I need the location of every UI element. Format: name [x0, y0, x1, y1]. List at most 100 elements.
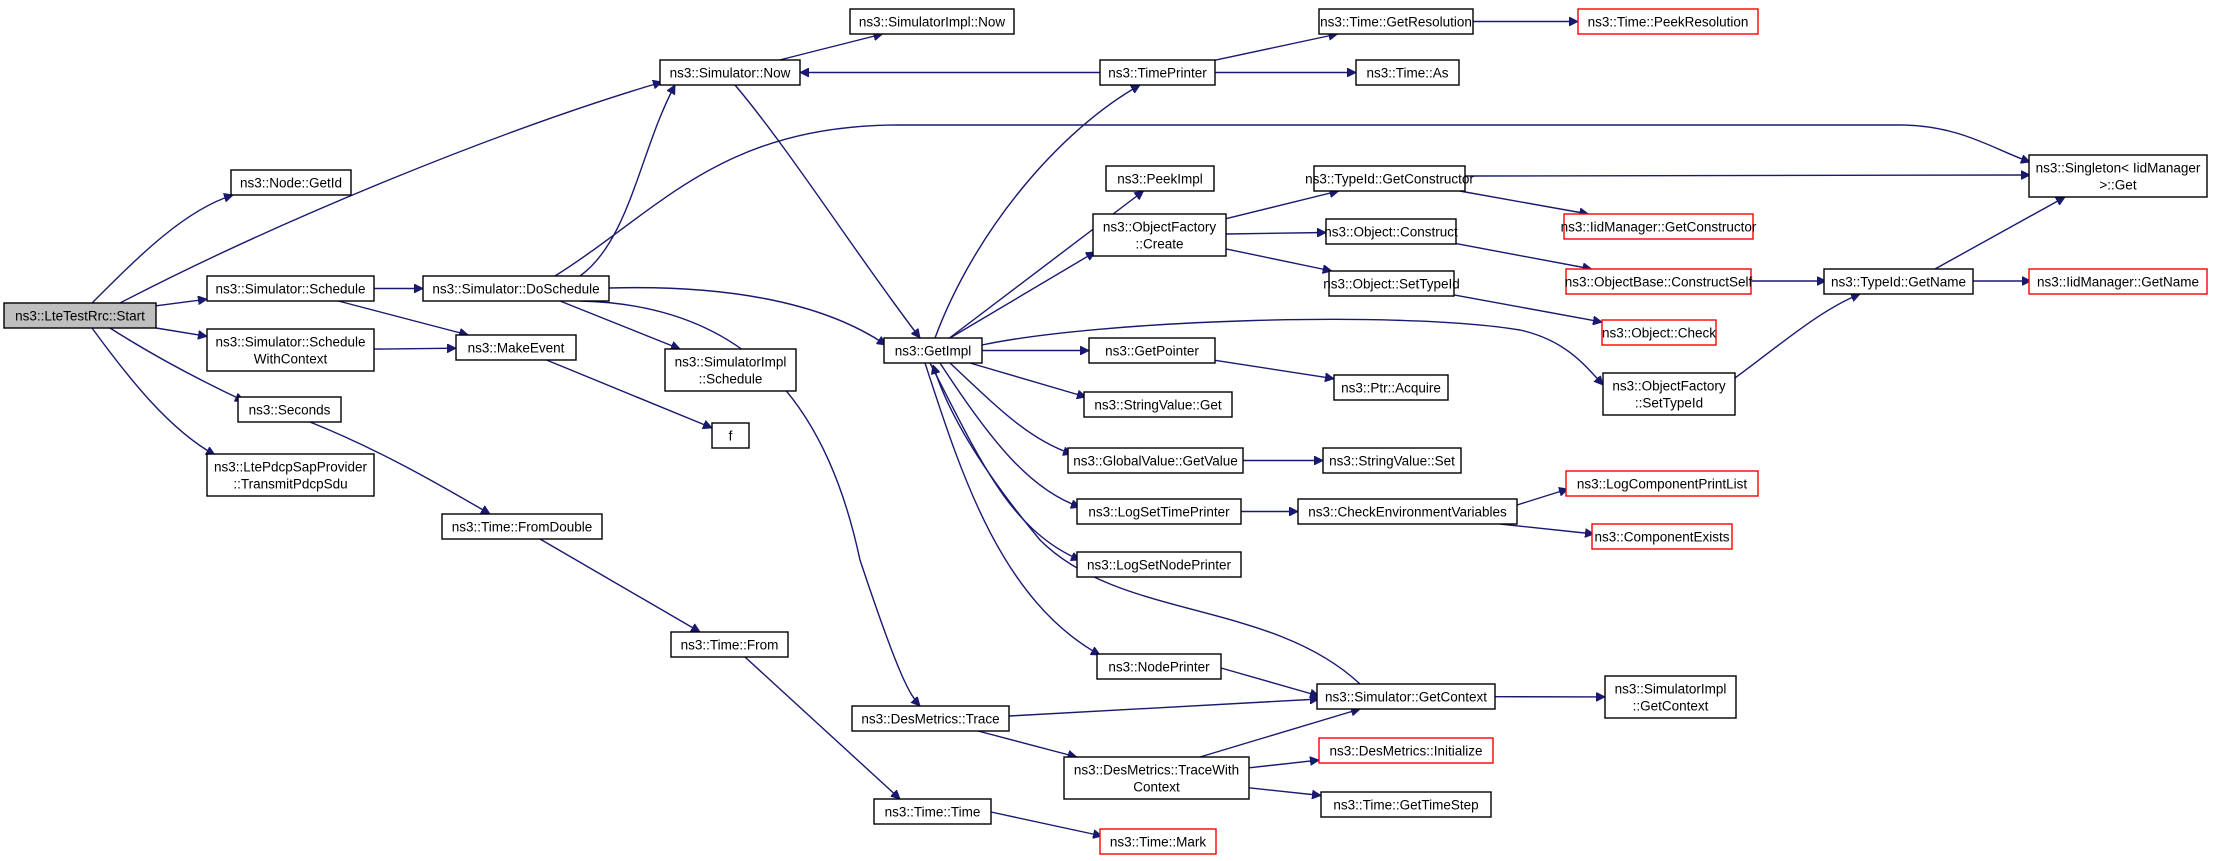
node-getimpl[interactable]: ns3::GetImpl — [883, 337, 983, 364]
node-simschedule[interactable]: ns3::Simulator::Schedule — [206, 275, 375, 302]
node-label-ltepdcp-line2: ::TransmitPdcpSdu — [233, 477, 347, 492]
node-timetime[interactable]: ns3::Time::Time — [873, 798, 992, 825]
node-box-getres — [1318, 8, 1474, 35]
node-simdoschedule[interactable]: ns3::Simulator::DoSchedule — [422, 275, 610, 302]
node-simimplgetctx[interactable]: ns3::SimulatorImpl::GetContext — [1604, 675, 1737, 719]
node-compexists[interactable]: ns3::ComponentExists — [1591, 523, 1733, 550]
node-label-objfactsettid-line2: ::SetTypeId — [1635, 396, 1703, 411]
node-nodegetid[interactable]: ns3::Node::GetId — [230, 169, 352, 196]
node-makeevent[interactable]: ns3::MakeEvent — [455, 334, 577, 361]
edge-getimpl-to-nodeprinter — [924, 362, 1100, 656]
node-label-tracewctx-line1: ns3::DesMetrics::TraceWith — [1074, 763, 1239, 778]
node-box-makeevent — [455, 334, 577, 361]
node-label-root: ns3::LteTestRrc::Start — [15, 309, 145, 324]
node-box-checkenv — [1297, 498, 1518, 525]
node-objfactsettid[interactable]: ns3::ObjectFactory::SetTypeId — [1602, 372, 1736, 416]
edge-nodeprinter-to-simgetctx — [1220, 667, 1319, 696]
node-strvalget[interactable]: ns3::StringValue::Get — [1083, 391, 1233, 418]
node-label-simimplsched-line2: ::Schedule — [699, 372, 763, 387]
edge-getimpl-to-strvalget — [969, 362, 1086, 397]
node-peekimpl[interactable]: ns3::PeekImpl — [1105, 165, 1215, 192]
node-seconds[interactable]: ns3::Seconds — [237, 396, 342, 423]
node-typeidgetname[interactable]: ns3::TypeId::GetName — [1823, 268, 1974, 295]
node-label-getres: ns3::Time::GetResolution — [1320, 15, 1472, 30]
edge-getpointer-to-ptracquire — [1214, 359, 1334, 378]
node-box-objfactcreate — [1092, 213, 1227, 257]
node-box-timeprinter — [1099, 59, 1216, 86]
node-iidgetname[interactable]: ns3::IidManager::GetName — [2028, 268, 2208, 295]
node-getpointer[interactable]: ns3::GetPointer — [1088, 337, 1216, 364]
node-objconstruct[interactable]: ns3::Object::Construct — [1324, 218, 1458, 245]
edge-getimpl-to-logsetnp — [929, 362, 1080, 560]
node-destrace[interactable]: ns3::DesMetrics::Trace — [851, 705, 1010, 732]
edge-simschedule-to-makeevent — [338, 300, 468, 335]
node-label-strvalset: ns3::StringValue::Set — [1329, 454, 1455, 469]
edge-timetime-to-timemark — [990, 811, 1102, 836]
node-objfactcreate[interactable]: ns3::ObjectFactory::Create — [1092, 213, 1227, 257]
node-typeidgetctor[interactable]: ns3::TypeId::GetConstructor — [1305, 165, 1474, 192]
node-simimplsched[interactable]: ns3::SimulatorImpl::Schedule — [664, 348, 797, 392]
node-ptracquire[interactable]: ns3::Ptr::Acquire — [1333, 374, 1449, 401]
node-singleton[interactable]: ns3::Singleton< IidManager>::Get — [2028, 154, 2208, 198]
node-label-singleton-line1: ns3::Singleton< IidManager — [2036, 161, 2201, 176]
node-nodeprinter[interactable]: ns3::NodePrinter — [1096, 653, 1222, 680]
node-label-peekres: ns3::Time::PeekResolution — [1588, 15, 1749, 30]
node-root[interactable]: ns3::LteTestRrc::Start — [3, 302, 157, 329]
node-logsetnp[interactable]: ns3::LogSetNodePrinter — [1076, 551, 1242, 578]
node-label-singleton-line2: >::Get — [2099, 178, 2136, 193]
node-box-simimplsched — [664, 348, 797, 392]
node-label-compexists: ns3::ComponentExists — [1594, 530, 1729, 545]
node-box-typeidgetctor — [1313, 165, 1466, 192]
node-desinit[interactable]: ns3::DesMetrics::Initialize — [1318, 737, 1494, 764]
node-label-nodegetid: ns3::Node::GetId — [240, 176, 342, 191]
node-box-peekimpl — [1105, 165, 1215, 192]
node-f[interactable]: f — [711, 422, 750, 449]
node-box-nodegetid — [230, 169, 352, 196]
node-timeas[interactable]: ns3::Time::As — [1355, 59, 1460, 86]
node-simnow[interactable]: ns3::Simulator::Now — [659, 59, 801, 86]
node-box-typeidgetname — [1823, 268, 1974, 295]
node-timemark[interactable]: ns3::Time::Mark — [1099, 828, 1217, 855]
node-globalget[interactable]: ns3::GlobalValue::GetValue — [1067, 447, 1244, 474]
node-label-simimplsched-line1: ns3::SimulatorImpl — [675, 355, 787, 370]
edge-timefrom-to-timetime — [744, 656, 900, 799]
node-box-simdoschedule — [422, 275, 610, 302]
node-logsettp[interactable]: ns3::LogSetTimePrinter — [1076, 498, 1242, 525]
node-fromdouble[interactable]: ns3::Time::FromDouble — [441, 513, 603, 540]
edge-schedwctx-to-makeevent — [373, 348, 456, 349]
node-label-destrace: ns3::DesMetrics::Trace — [861, 712, 999, 727]
node-timeprinter[interactable]: ns3::TimePrinter — [1099, 59, 1216, 86]
node-ltepdcp[interactable]: ns3::LtePdcpSapProvider::TransmitPdcpSdu — [206, 453, 375, 497]
edge-simnow-to-simimplnow — [779, 34, 883, 61]
edge-checkenv-to-compexists — [1499, 523, 1594, 534]
node-objbasecs[interactable]: ns3::ObjectBase::ConstructSelf — [1565, 268, 1753, 295]
edge-objfactsettid-to-typeidgetname — [1734, 294, 1860, 379]
node-logcompprint[interactable]: ns3::LogComponentPrintList — [1565, 470, 1759, 497]
edge-destrace-to-tracewctx — [977, 730, 1077, 757]
node-getres[interactable]: ns3::Time::GetResolution — [1318, 8, 1474, 35]
node-timefrom[interactable]: ns3::Time::From — [670, 631, 789, 658]
node-simgetctx[interactable]: ns3::Simulator::GetContext — [1316, 683, 1496, 710]
edge-getimpl-to-timeprinter — [934, 84, 1140, 339]
edge-typeidgetctor-to-singleton — [1464, 175, 2030, 176]
edge-root-to-simnow — [119, 82, 662, 304]
edge-root-to-ltepdcp — [91, 327, 215, 456]
node-checkenv[interactable]: ns3::CheckEnvironmentVariables — [1297, 498, 1518, 525]
node-box-schedwctx — [206, 328, 375, 372]
node-label-logsettp: ns3::LogSetTimePrinter — [1088, 505, 1230, 520]
node-strvalset[interactable]: ns3::StringValue::Set — [1322, 447, 1462, 474]
node-simimplnow[interactable]: ns3::SimulatorImpl::Now — [849, 8, 1015, 35]
node-iidgetctor[interactable]: ns3::IidManager::GetConstructor — [1561, 213, 1757, 240]
node-box-timemark — [1099, 828, 1217, 855]
node-box-strvalget — [1083, 391, 1233, 418]
node-label-objcheck: ns3::Object::Check — [1602, 326, 1716, 341]
node-peekres[interactable]: ns3::Time::PeekResolution — [1577, 8, 1759, 35]
node-box-simschedule — [206, 275, 375, 302]
node-gettimestep[interactable]: ns3::Time::GetTimeStep — [1320, 791, 1492, 818]
node-label-seconds: ns3::Seconds — [249, 403, 331, 418]
node-objsettypeid[interactable]: ns3::Object::SetTypeId — [1323, 270, 1460, 297]
node-objcheck[interactable]: ns3::Object::Check — [1601, 319, 1717, 346]
